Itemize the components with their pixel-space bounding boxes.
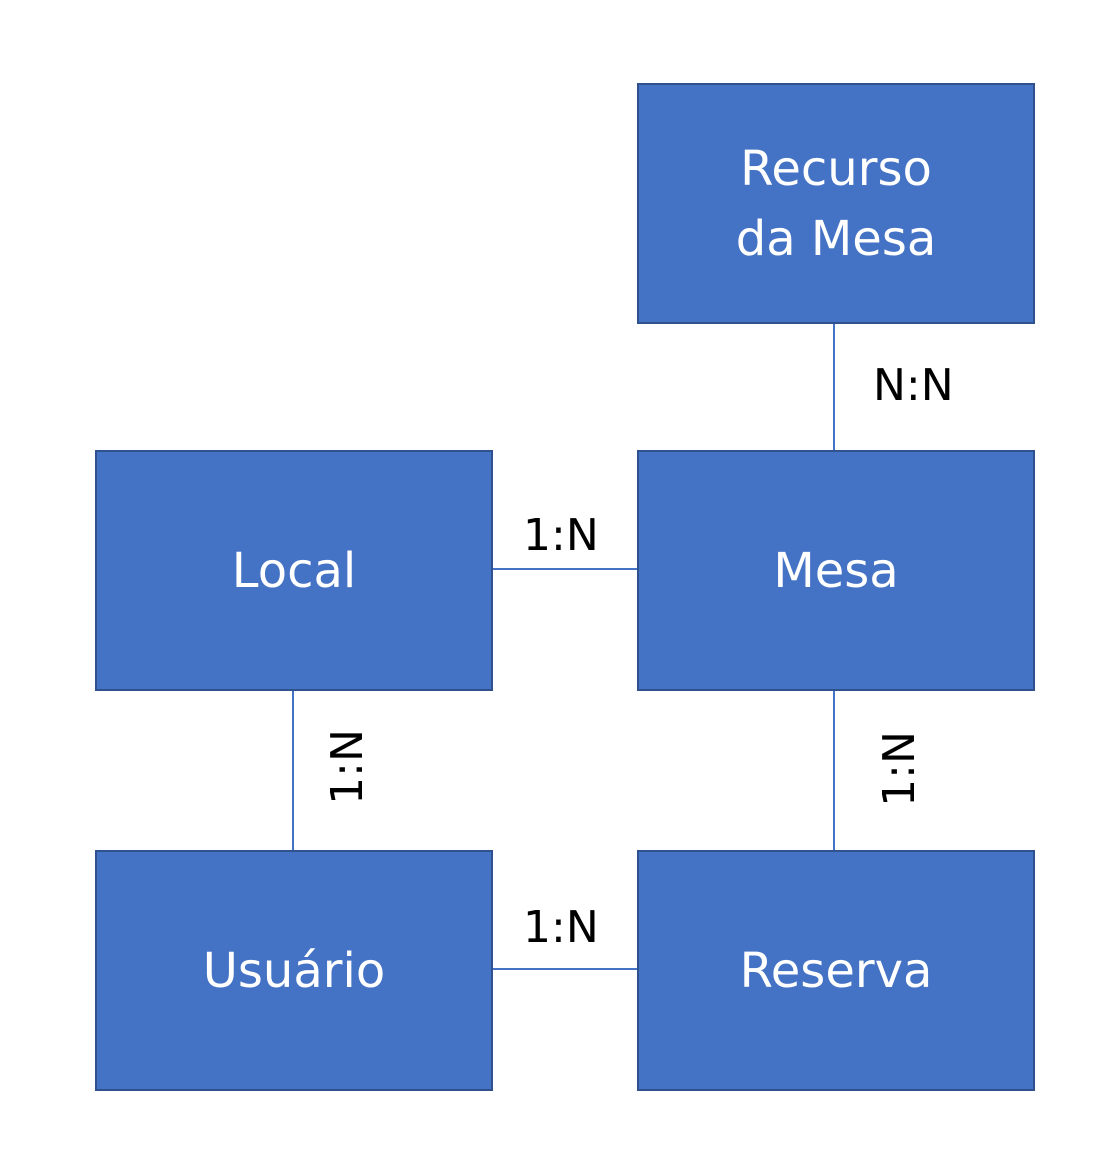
connector-local-usuario [292, 689, 294, 852]
entity-usuario-label: Usuário [202, 942, 386, 999]
cardinality-local-usuario: 1:N [322, 729, 373, 805]
connector-local-mesa [491, 568, 639, 570]
entity-reserva[interactable]: Reserva [637, 850, 1035, 1091]
entity-recurso-da-mesa-label: Recurso da Mesa [735, 140, 937, 267]
connector-recurso-mesa [833, 322, 835, 452]
connector-usuario-reserva [491, 968, 639, 970]
entity-local-label: Local [231, 542, 357, 599]
entity-mesa-label: Mesa [773, 542, 899, 599]
entity-reserva-label: Reserva [739, 942, 933, 999]
connector-mesa-reserva [833, 689, 835, 852]
entity-local[interactable]: Local [95, 450, 493, 691]
entity-mesa[interactable]: Mesa [637, 450, 1035, 691]
cardinality-recurso-mesa: N:N [873, 360, 954, 411]
cardinality-local-mesa: 1:N [523, 510, 599, 561]
entity-usuario[interactable]: Usuário [95, 850, 493, 1091]
cardinality-usuario-reserva: 1:N [523, 902, 599, 953]
cardinality-mesa-reserva: 1:N [874, 731, 925, 807]
entity-recurso-da-mesa[interactable]: Recurso da Mesa [637, 83, 1035, 324]
